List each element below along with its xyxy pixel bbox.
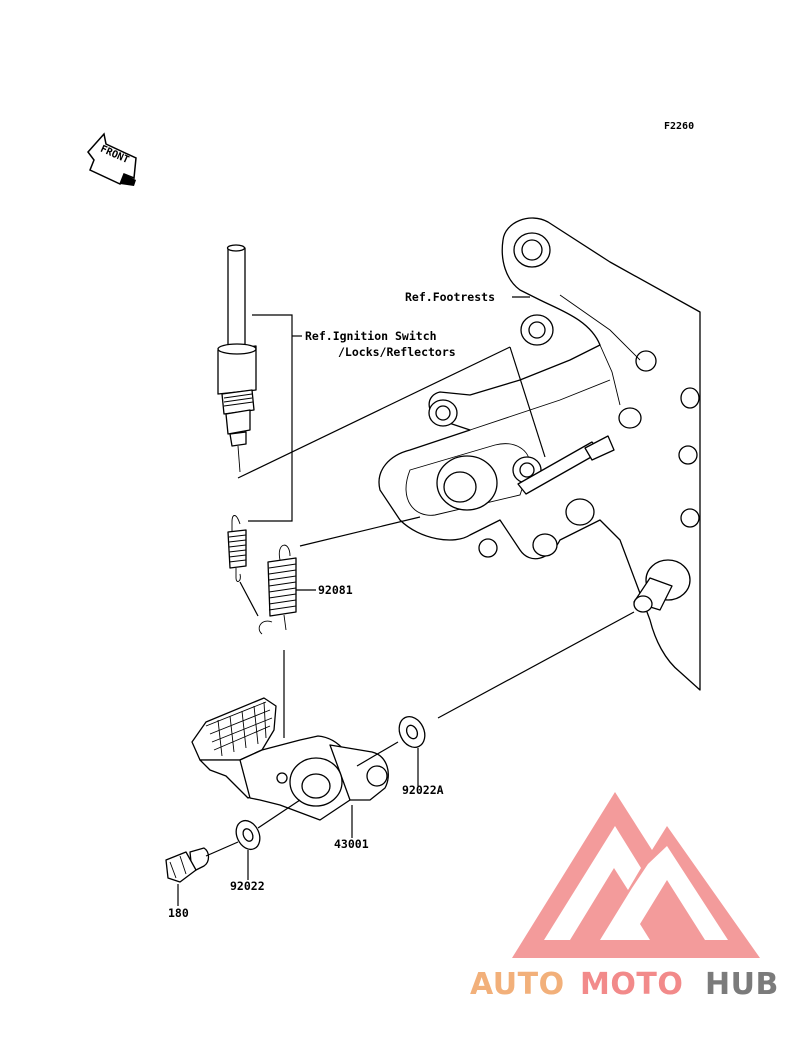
front-arrow-icon: FRONT bbox=[87, 132, 137, 186]
label-part-180: 180 bbox=[168, 906, 189, 920]
switch-spring bbox=[227, 515, 247, 582]
return-spring-92081 bbox=[258, 544, 297, 635]
watermark-auto: AUTO bbox=[470, 967, 565, 1002]
diagram-code: F2260 bbox=[664, 121, 694, 132]
reference-lines bbox=[177, 296, 635, 906]
automotohub-wordmark: AUTO MOTO HUB bbox=[470, 967, 779, 1002]
footrest-bracket bbox=[378, 217, 701, 691]
label-part-43001: 43001 bbox=[334, 837, 369, 851]
brake-light-switch bbox=[217, 244, 257, 473]
bolt-180 bbox=[165, 847, 210, 883]
automotohub-logo bbox=[512, 792, 760, 958]
label-ref-footrests: Ref.Footrests bbox=[405, 290, 495, 304]
label-ref-ignition-2: /Locks/Reflectors bbox=[338, 345, 456, 359]
label-part-92022a: 92022A bbox=[402, 783, 444, 797]
label-part-92081: 92081 bbox=[318, 583, 353, 597]
watermark-hub: HUB bbox=[705, 967, 779, 1002]
label-ref-ignition-1: Ref.Ignition Switch bbox=[305, 329, 437, 343]
washer-92022a bbox=[398, 715, 426, 749]
watermark-moto: MOTO bbox=[580, 967, 683, 1002]
brake-pedal-43001 bbox=[191, 697, 389, 821]
label-part-92022: 92022 bbox=[230, 879, 265, 893]
washer-92022 bbox=[235, 819, 261, 851]
